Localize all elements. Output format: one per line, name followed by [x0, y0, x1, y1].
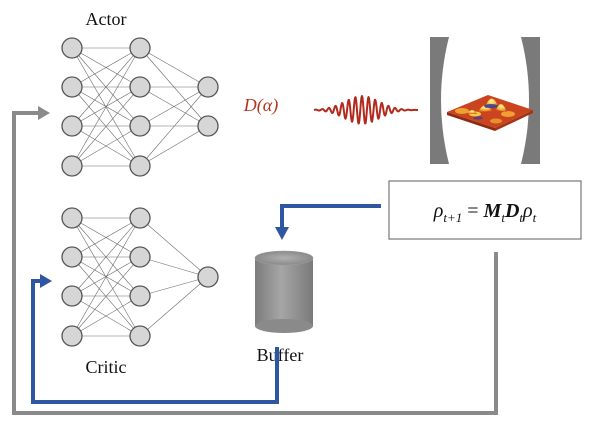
actor-label: Actor	[86, 9, 127, 29]
critic-neuron	[129, 207, 151, 229]
actor-connection	[71, 86, 141, 167]
blue-arrow-to-critic	[31, 274, 279, 404]
buffer-database-icon	[254, 250, 314, 333]
actor-connection	[71, 47, 141, 167]
gray-feedback-arrow	[12, 106, 498, 415]
actor-neuron	[61, 115, 83, 137]
critic-neuron	[129, 246, 151, 268]
actor-neuron	[61, 155, 83, 177]
critic-neuron	[61, 207, 83, 229]
actor-neuron	[129, 76, 151, 98]
actor-connection	[139, 86, 209, 167]
critic-neuron	[197, 266, 219, 288]
actor-connection	[139, 86, 209, 127]
actor-neuron	[197, 76, 219, 98]
actor-neuron	[197, 115, 219, 137]
state-update-equation: ρt+1 = MtDtρt	[433, 200, 537, 225]
wigner-function-plot	[447, 95, 533, 131]
critic-connection	[71, 256, 141, 337]
cavity-icon	[430, 37, 540, 164]
actor-connection	[71, 47, 141, 88]
right-mirror	[521, 37, 540, 164]
critic-neuron	[129, 285, 151, 307]
critic-connection	[139, 256, 209, 278]
critic-connection	[139, 217, 209, 278]
pulse-waveform-icon	[313, 95, 419, 125]
critic-neuron	[61, 325, 83, 347]
actor-neuron	[129, 115, 151, 137]
actor-connection	[139, 125, 209, 167]
displacement-operator-label: D(α)	[243, 95, 278, 116]
left-mirror	[430, 37, 449, 164]
actor-connection	[71, 47, 141, 127]
critic-neuron	[61, 285, 83, 307]
actor-neuron	[129, 37, 151, 59]
buffer-label: Buffer	[257, 345, 304, 365]
actor-connection	[139, 47, 209, 88]
critic-connection	[71, 217, 141, 297]
critic-network	[61, 207, 219, 347]
critic-connection	[139, 276, 209, 297]
critic-connection	[71, 217, 141, 258]
critic-label: Critic	[86, 357, 127, 377]
actor-neuron	[61, 76, 83, 98]
actor-connection	[71, 125, 141, 167]
actor-neuron	[129, 155, 151, 177]
critic-connection	[71, 217, 141, 337]
actor-network	[61, 37, 219, 177]
state-update-box: ρt+1 = MtDtρt	[388, 180, 582, 240]
critic-neuron	[61, 246, 83, 268]
actor-neuron	[61, 37, 83, 59]
critic-neuron	[129, 325, 151, 347]
blue-arrow-to-buffer	[275, 204, 381, 240]
critic-connection	[139, 276, 209, 337]
critic-connection	[71, 295, 141, 337]
